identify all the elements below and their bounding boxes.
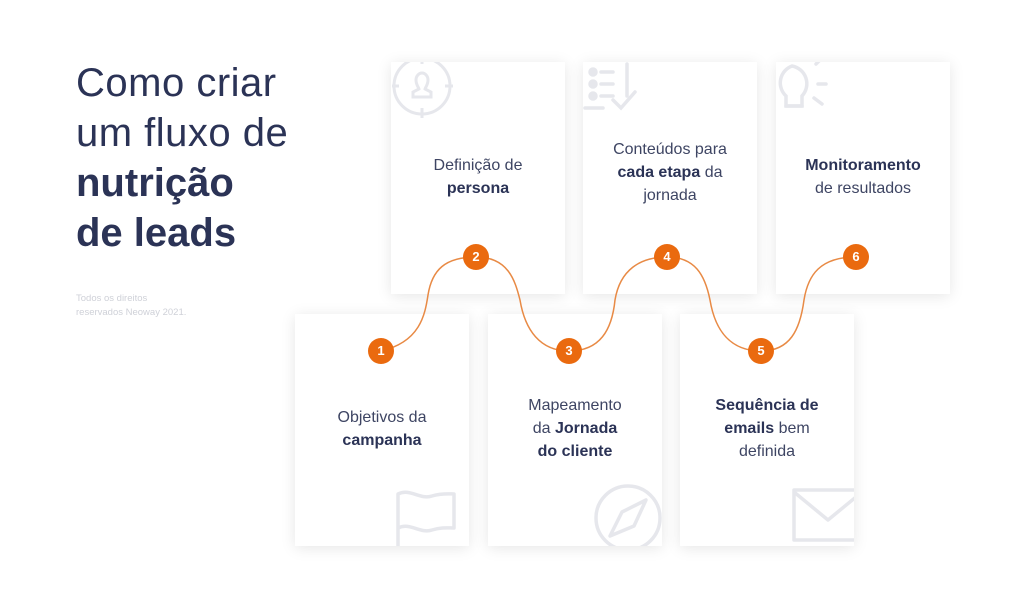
step-badge-6: 6 xyxy=(843,244,869,270)
lightbulb-icon xyxy=(776,62,836,122)
step-badge-5: 5 xyxy=(748,338,774,364)
step-badge-3: 3 xyxy=(556,338,582,364)
page-title: Como criar um fluxo de nutrição de leads xyxy=(76,58,288,258)
flag-icon xyxy=(395,488,465,546)
step-badge-2: 2 xyxy=(463,244,489,270)
copyright-note: Todos os direitos reservados Neoway 2021… xyxy=(76,292,216,320)
copyright-line-1: Todos os direitos xyxy=(76,293,148,304)
step-badge-1: 1 xyxy=(368,338,394,364)
title-line-4: de leads xyxy=(76,211,237,255)
title-line-2: um fluxo de xyxy=(76,111,289,155)
copyright-line-2: reservados Neoway 2021. xyxy=(76,307,187,318)
title-line-3: nutrição xyxy=(76,161,234,205)
checklist-icon xyxy=(583,62,643,122)
envelope-icon xyxy=(792,488,854,546)
persona-target-icon xyxy=(391,62,459,126)
title-line-1: Como criar xyxy=(76,61,277,105)
step-badge-4: 4 xyxy=(654,244,680,270)
compass-icon xyxy=(592,482,662,546)
